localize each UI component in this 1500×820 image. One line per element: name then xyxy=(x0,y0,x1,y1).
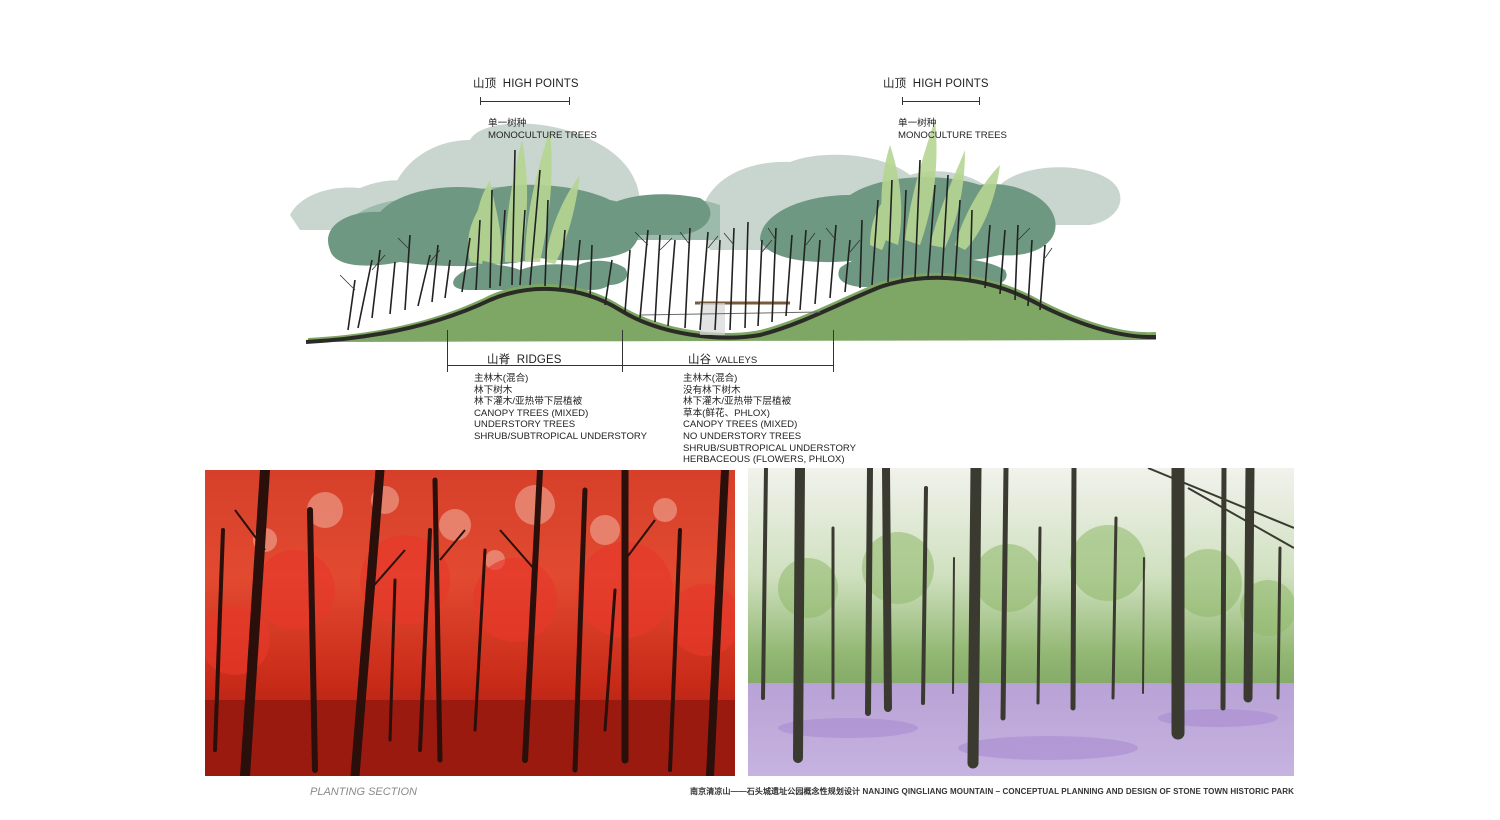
pavilion xyxy=(639,301,821,335)
high-point-tick-right-a xyxy=(902,97,903,105)
valleys-label: 山谷 VALLEYS xyxy=(688,350,757,368)
valleys-line: 主林木(混合) xyxy=(683,373,738,384)
ridges-valleys-divider xyxy=(622,330,623,372)
red-forest-photo xyxy=(205,470,735,776)
project-footer: 南京清凉山——石头城遗址公园概念性规划设计 NANJING QINGLIANG … xyxy=(690,787,1294,796)
valleys-line: SHRUB/SUBTROPICAL UNDERSTORY xyxy=(683,442,857,454)
tree-trunks xyxy=(347,149,1046,331)
monoculture-label-left: 单一树种 MONOCULTURE TREES xyxy=(488,118,597,141)
monoculture-en-left: MONOCULTURE TREES xyxy=(488,129,597,141)
ridges-tick-left xyxy=(447,330,448,372)
high-point-tick-left-b xyxy=(569,97,570,105)
ridges-line: UNDERSTORY TREES xyxy=(474,419,576,431)
ridges-line: 林下树木 xyxy=(474,384,513,396)
tree-branches xyxy=(339,227,1053,291)
valleys-bar xyxy=(622,365,833,366)
valleys-line: 没有林下树木 xyxy=(683,384,741,396)
valleys-line: HERBACEOUS (FLOWERS, PHLOX) xyxy=(683,454,845,466)
ridges-zh: 山脊 xyxy=(487,354,511,366)
high-point-label-left: 山顶 HIGH POINTS xyxy=(473,75,579,91)
valleys-line: 草本(鲜花、PHLOX) xyxy=(683,407,770,419)
high-point-en-right: HIGH POINTS xyxy=(912,78,989,90)
high-point-bar-left xyxy=(480,101,570,102)
planting-section-caption: PLANTING SECTION xyxy=(310,786,417,798)
high-point-en-left: HIGH POINTS xyxy=(502,78,579,90)
monoculture-label-right: 单一树种 MONOCULTURE TREES xyxy=(898,118,1007,141)
ridges-description: 主林木(混合) 林下树木 林下灌木/亚热带下层植被 CANOPY TREES (… xyxy=(474,373,647,443)
monoculture-zh-left: 单一树种 xyxy=(488,118,527,129)
high-point-zh-right: 山顶 xyxy=(883,78,907,90)
planting-section-diagram xyxy=(290,120,1157,344)
valleys-description: 主林木(混合) 没有林下树木 林下灌木/亚热带下层植被 草本(鲜花、PHLOX)… xyxy=(683,373,856,466)
valleys-line: 林下灌木/亚热带下层植被 xyxy=(683,396,792,408)
ridges-label: 山脊 RIDGES xyxy=(487,351,562,367)
valleys-en: VALLEYS xyxy=(715,355,758,366)
ridges-line: SHRUB/SUBTROPICAL UNDERSTORY xyxy=(474,430,648,442)
high-point-tick-left-a xyxy=(480,97,481,105)
high-point-bar-right xyxy=(902,101,980,102)
valleys-line: NO UNDERSTORY TREES xyxy=(683,430,802,442)
monoculture-zh-right: 单一树种 xyxy=(898,118,937,129)
ridges-line: 主林木(混合) xyxy=(474,373,529,384)
ridges-line: 林下灌木/亚热带下层植被 xyxy=(474,396,583,408)
ridges-en: RIDGES xyxy=(516,354,562,366)
high-point-label-right: 山顶 HIGH POINTS xyxy=(883,75,989,91)
monoculture-en-right: MONOCULTURE TREES xyxy=(898,129,1007,141)
valleys-tick-right xyxy=(833,330,834,372)
ridges-line: CANOPY TREES (MIXED) xyxy=(474,407,589,419)
high-point-tick-right-b xyxy=(979,97,980,105)
red-forest-illustration xyxy=(205,470,735,776)
phlox-forest-illustration xyxy=(748,468,1294,776)
high-point-zh-left: 山顶 xyxy=(473,78,497,90)
ridges-bar xyxy=(447,365,622,366)
valleys-zh: 山谷 xyxy=(688,354,712,366)
valleys-line: CANOPY TREES (MIXED) xyxy=(683,419,798,431)
phlox-forest-photo xyxy=(748,468,1294,776)
